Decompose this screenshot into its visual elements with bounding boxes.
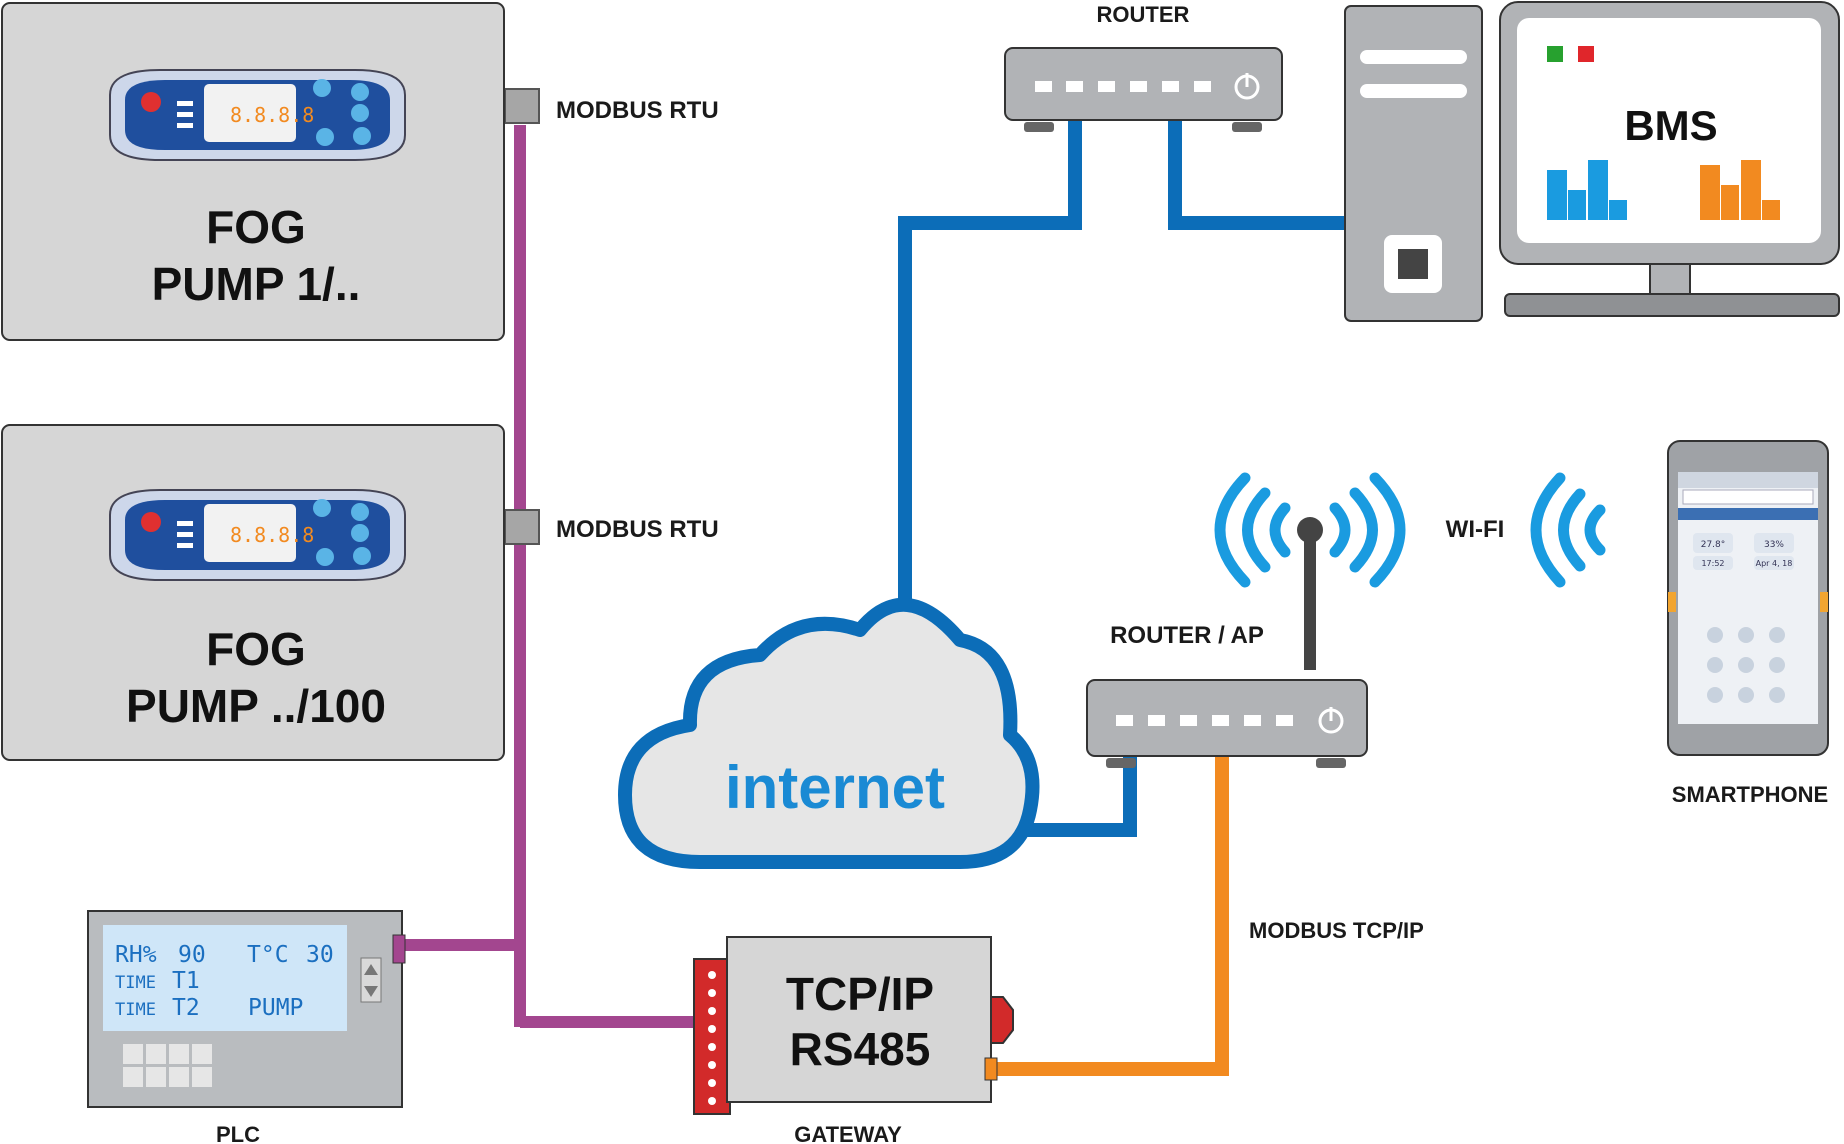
bms-computer: BMS: [1344, 1, 1840, 322]
phone-reading-2: 33%: [1764, 540, 1784, 550]
modbus-port-2: [504, 509, 540, 545]
plc-label: PLC: [216, 1122, 260, 1144]
modbus-rtu-bus: [402, 125, 700, 1028]
plc-temp-label: T°C: [247, 942, 289, 968]
plc-mode: PUMP: [248, 995, 303, 1021]
plc-device: RH% 90 T°C 30 TIME T1 TIME T2 PUMP: [87, 910, 406, 1108]
phone-time-1: 17:52: [1701, 559, 1724, 568]
fan-icon: [313, 79, 331, 97]
fan-icon: [313, 499, 331, 517]
internet-cloud: internet: [618, 597, 1040, 869]
router-device: [1004, 47, 1283, 132]
arrow-down-icon: [364, 986, 378, 997]
fog-pump-2: 8.8.8.8 FOG PUMP ../100: [1, 424, 505, 761]
minus-icon: [351, 524, 369, 542]
set-icon: [316, 548, 334, 566]
plus-icon: [351, 503, 369, 521]
plc-keypad: [123, 1044, 212, 1087]
power-icon: [141, 512, 161, 532]
snow-icon: [353, 547, 371, 565]
fog-pump-2-line1: FOG: [206, 623, 306, 675]
arrow-up-icon: [364, 964, 378, 975]
bar-chart-icon: [1547, 160, 1627, 220]
modbus-tcp-line: [995, 723, 1229, 1076]
internet-label: internet: [725, 754, 945, 821]
plc-time-value-2: T2: [172, 995, 200, 1021]
gateway-line2: RS485: [790, 1023, 931, 1075]
router-label: ROUTER: [1097, 2, 1190, 27]
wifi-waves-icon: [1530, 472, 1606, 588]
lcd-digits-icon: 8.8.8.8: [230, 103, 314, 127]
plc-time-label-1: TIME: [115, 973, 156, 993]
smartphone-label: SMARTPHONE: [1672, 782, 1828, 807]
fog-pump-2-line2: PUMP ../100: [126, 680, 386, 732]
snow-icon: [353, 127, 371, 145]
power-icon: [141, 92, 161, 112]
phone-reading-1: 27.8°: [1701, 540, 1726, 550]
plc-rh-value: 90: [178, 942, 206, 968]
fog-controller-panel-1: 8.8.8.8: [109, 69, 406, 161]
plc-time-label-2: TIME: [115, 1000, 156, 1020]
bms-label: BMS: [1624, 102, 1717, 149]
plc-time-value-1: T1: [172, 968, 200, 994]
modbus-rtu-label-2: MODBUS RTU: [556, 516, 719, 543]
wifi-waves-icon: [1214, 472, 1406, 588]
bar-chart-icon: [1700, 160, 1780, 220]
fog-pump-1-line2: PUMP 1/..: [152, 258, 361, 310]
smartphone-device: 27.8° 33% 17:52 Apr 4, 18: [1667, 440, 1829, 756]
gateway-line1: TCP/IP: [786, 968, 934, 1020]
set-icon: [316, 128, 334, 146]
plc-temp-value: 30: [306, 942, 334, 968]
gateway-label: GATEWAY: [794, 1122, 902, 1144]
plc-display: [103, 925, 347, 1031]
lcd-digits-icon: 8.8.8.8: [230, 523, 314, 547]
modbus-tcp-label: MODBUS TCP/IP: [1249, 918, 1424, 943]
fog-pump-1: 8.8.8.8 FOG PUMP 1/..: [1, 2, 505, 341]
plc-rh-label: RH%: [115, 942, 157, 968]
phone-date-1: Apr 4, 18: [1756, 559, 1793, 568]
wifi-label: WI-FI: [1446, 516, 1505, 543]
fog-pump-1-line1: FOG: [206, 201, 306, 253]
minus-icon: [351, 104, 369, 122]
gateway-device: TCP/IP RS485: [693, 936, 1014, 1115]
fog-controller-panel-2: 8.8.8.8: [109, 489, 406, 581]
plus-icon: [351, 83, 369, 101]
modbus-port-1: [504, 88, 540, 124]
modbus-rtu-label-1: MODBUS RTU: [556, 97, 719, 124]
router-ap-label: ROUTER / AP: [1110, 622, 1264, 649]
router-ap-device: [1086, 517, 1368, 768]
